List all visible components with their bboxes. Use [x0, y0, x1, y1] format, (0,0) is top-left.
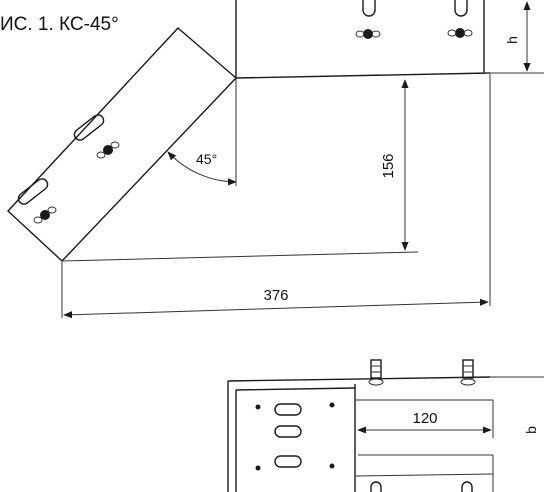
slot — [274, 403, 302, 416]
dimension-120-label: 120 — [412, 410, 437, 427]
hole — [255, 404, 261, 410]
hole — [329, 463, 335, 469]
dimension-b-label: b — [523, 426, 539, 434]
slot — [17, 178, 49, 205]
angle-label: 45° — [196, 151, 217, 167]
dimension-h: h — [484, 1, 544, 74]
slot — [454, 0, 468, 17]
dimension-376: 376 — [61, 74, 491, 319]
hole — [329, 402, 335, 408]
dimension-376-label: 376 — [263, 287, 288, 304]
slot — [461, 481, 473, 492]
bolt-icon — [447, 28, 473, 38]
slot — [274, 455, 302, 468]
dimension-156-label: 156 — [380, 153, 397, 178]
bolt-icon — [368, 359, 384, 386]
slot — [370, 481, 382, 492]
bolt-icon — [33, 206, 57, 224]
dimension-120: 120 — [357, 410, 492, 434]
slot — [73, 114, 105, 141]
horizontal-tray — [235, 0, 491, 79]
bolt-icon — [96, 141, 120, 159]
hole — [255, 465, 261, 471]
figure-title: ИС. 1. КС-45° — [0, 14, 119, 35]
bolt-icon — [355, 29, 381, 39]
slot — [274, 425, 302, 438]
bolt-icon — [460, 359, 476, 386]
slot — [362, 0, 376, 17]
angle-indicator: 45° — [167, 78, 237, 186]
dimension-h-label: h — [504, 36, 520, 44]
bottom-view — [227, 359, 544, 492]
dimension-156: 156 — [61, 79, 419, 262]
angled-tray — [7, 27, 238, 262]
